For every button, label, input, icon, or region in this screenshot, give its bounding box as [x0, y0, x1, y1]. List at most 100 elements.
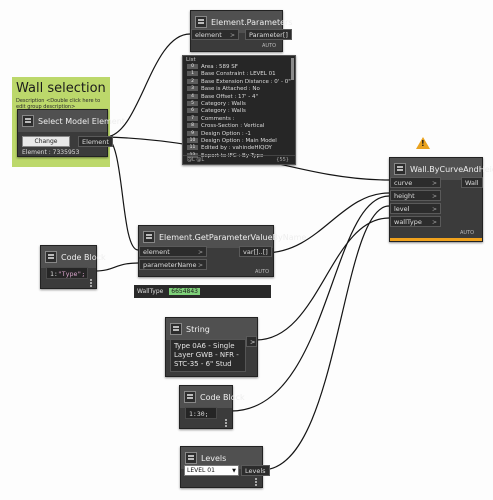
element-input-port[interactable]: element> — [139, 246, 207, 257]
list-item-index: 11 — [187, 145, 198, 151]
group-title: Wall selection — [16, 81, 106, 96]
get-parameter-value-node[interactable]: Element.GetParameterValueByName element>… — [138, 225, 306, 277]
element-output-port[interactable]: Element — [78, 136, 113, 147]
list-item-text: Edited by : vahindeHIQOY — [201, 145, 272, 152]
warning-icon[interactable]: ! — [416, 137, 430, 149]
node-header[interactable]: Levels — [181, 447, 262, 469]
list-levels: @L @L — [187, 157, 205, 163]
list-item-text: Design Option : Main Model — [201, 137, 277, 144]
node-title: Code Block — [200, 392, 245, 402]
scrollbar[interactable] — [291, 58, 294, 80]
wall-output-port[interactable]: Wall — [461, 177, 483, 188]
arrow-icon: > — [197, 249, 203, 256]
node-header[interactable]: Element.Parameters — [191, 11, 292, 33]
node-menu-icon[interactable] — [90, 279, 92, 281]
node-title: Levels — [201, 453, 227, 463]
code-block-node-1[interactable]: Code Block 1:"Type"; — [40, 245, 106, 289]
code-editor[interactable]: 1:30; — [185, 407, 217, 419]
node-icon — [195, 16, 207, 28]
node-menu-icon[interactable] — [225, 419, 227, 421]
wire-element-to-parameters — [104, 33, 191, 138]
level-input-port[interactable]: level> — [390, 203, 441, 214]
list-item-text: Base is Attached : No — [201, 86, 260, 93]
watch-value: 6654843 — [169, 288, 200, 295]
chevron-down-icon: ▼ — [232, 468, 236, 474]
parametername-input-port[interactable]: parameterName> — [139, 259, 207, 270]
list-item-index: 8 — [187, 123, 198, 129]
list-item-index: 1 — [187, 71, 198, 77]
lacing-label[interactable]: AUTO — [460, 230, 475, 236]
watch-value-bar: WallType 6654843 — [134, 285, 271, 298]
level-dropdown[interactable]: LEVEL 01 ▼ — [184, 465, 239, 476]
list-item-text: Base Offset : 17' - 4" — [201, 93, 259, 100]
string-input[interactable]: Type 0A6 - Single Layer GWB - NFR - STC-… — [170, 339, 246, 372]
list-item-index: 10 — [187, 137, 198, 143]
lacing-label[interactable]: AUTO — [262, 43, 277, 49]
parameters-output-port[interactable]: Parameter[] — [245, 29, 292, 40]
node-header[interactable]: Code Block — [41, 246, 106, 268]
select-node-icon — [22, 115, 34, 127]
element-parameters-node[interactable]: Element.Parameters element> Parameter[] … — [190, 10, 292, 52]
list-item-text: Comments : — [201, 115, 235, 122]
levels-icon — [185, 452, 197, 464]
list-item-index: 3 — [187, 86, 198, 92]
wire-getparam-to-height — [263, 192, 390, 254]
node-title: Element.GetParameterValueByName — [159, 232, 307, 242]
code-text: 30; — [196, 410, 209, 418]
list-item-text: Category : Walls — [201, 108, 246, 115]
arrow-icon: > — [431, 206, 437, 213]
group-description[interactable]: Description <Double click here to edit g… — [16, 98, 101, 110]
node-header[interactable]: Wall.ByCurveAndHeight — [390, 158, 493, 180]
value-output-port[interactable]: var[]..[] — [239, 246, 272, 257]
levels-output-port[interactable]: Levels — [241, 465, 270, 476]
list-footer: @L @L {55} — [183, 155, 295, 164]
code-block-node-2[interactable]: Code Block 1:30; — [179, 385, 245, 429]
select-model-element-node[interactable]: Select Model Element Change Element Elem… — [17, 109, 125, 157]
code-line-number: 1 — [189, 410, 193, 418]
selected-level: LEVEL 01 — [187, 467, 215, 474]
list-item-text: Category : Walls — [201, 100, 246, 107]
change-button[interactable]: Change — [22, 136, 70, 147]
node-header[interactable]: Element.GetParameterValueByName — [139, 226, 306, 248]
code-text: "Type"; — [57, 270, 86, 278]
arrow-icon: > — [431, 193, 437, 200]
list-item-text: Area : 589 SF — [201, 64, 238, 70]
node-title: String — [186, 324, 210, 334]
selection-text: Element : 7335953 — [22, 149, 80, 156]
arrow-icon: > — [431, 219, 437, 226]
lacing-label[interactable]: AUTO — [255, 269, 270, 275]
code-block-icon — [45, 251, 57, 263]
string-node[interactable]: String Type 0A6 - Single Layer GWB - NFR… — [165, 317, 258, 377]
node-title: Select Model Element — [38, 116, 125, 126]
code-editor[interactable]: 1:"Type"; — [46, 267, 88, 279]
node-header[interactable]: Select Model Element — [18, 110, 125, 132]
node-icon — [143, 231, 155, 243]
node-title: Element.Parameters — [211, 17, 293, 27]
walltype-input-port[interactable]: wallType> — [390, 216, 441, 227]
node-header[interactable]: Code Block — [180, 386, 245, 408]
code-block-icon — [184, 391, 196, 403]
node-menu-icon[interactable] — [255, 478, 257, 480]
list-item-index: 4 — [187, 93, 198, 99]
curve-input-port[interactable]: curve> — [390, 177, 441, 188]
height-input-port[interactable]: height> — [390, 190, 441, 201]
list-count: {55} — [276, 157, 289, 163]
wall-by-curve-node[interactable]: Wall.ByCurveAndHeight curve> height> lev… — [389, 157, 493, 242]
node-header[interactable]: String — [166, 318, 257, 340]
string-output-port[interactable]: > — [246, 336, 257, 347]
node-title: Wall.ByCurveAndHeight — [410, 164, 493, 174]
levels-node[interactable]: Levels LEVEL 01 ▼ Levels — [180, 446, 270, 488]
wire-codeblock2-to-height — [230, 195, 390, 412]
element-input-port[interactable]: element> — [191, 29, 239, 40]
wire-levels-to-level — [261, 205, 390, 471]
